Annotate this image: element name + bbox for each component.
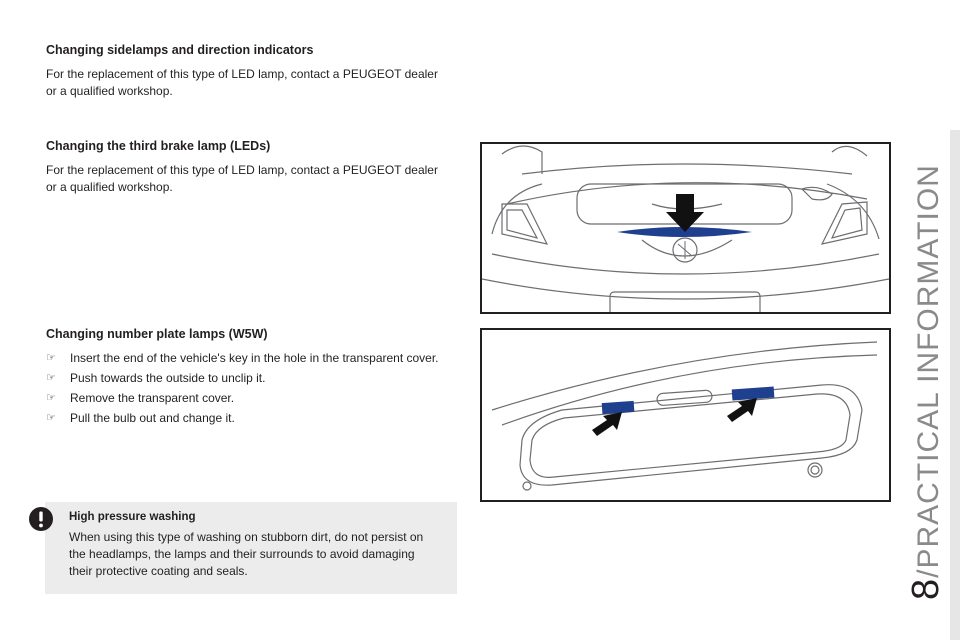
step-text: Push towards the outside to unclip it.: [70, 371, 266, 385]
arrow-down-icon: [666, 194, 704, 232]
warning-box: [45, 502, 457, 594]
warning-text: When using this type of washing on stubb…: [69, 530, 424, 578]
number-plate-drawing: [491, 341, 878, 491]
step-text: Insert the end of the vehicle's key in t…: [70, 351, 439, 365]
section-text-brake-lamp: For the replacement of this type of LED …: [46, 163, 438, 194]
list-item: ☞ Remove the transparent cover.: [46, 390, 446, 407]
section-title-brake-lamp: Changing the third brake lamp (LEDs): [46, 139, 271, 153]
chapter-number: 8: [905, 577, 947, 600]
list-item: ☞ Insert the end of the vehicle's key in …: [46, 350, 446, 367]
section-title-sidelamps: Changing sidelamps and direction indicat…: [46, 43, 314, 57]
pointing-hand-icon: ☞: [46, 412, 56, 424]
chapter-slash: /: [912, 568, 945, 578]
chapter-sidebar: [950, 130, 960, 640]
rear-car-illustration: [480, 142, 891, 314]
warning-title: High pressure washing: [69, 511, 196, 523]
list-item: ☞ Pull the bulb out and change it.: [46, 410, 446, 427]
warning-icon: [29, 507, 53, 531]
chapter-title: PRACTICAL INFORMATION: [912, 164, 945, 569]
step-text: Remove the transparent cover.: [70, 391, 235, 405]
rear-car-drawing: [482, 145, 889, 312]
pointing-arrow-icon: [592, 412, 622, 436]
pointing-hand-icon: ☞: [46, 392, 56, 404]
chapter-heading: 8/PRACTICAL INFORMATION: [905, 100, 947, 600]
pointing-hand-icon: ☞: [46, 372, 56, 384]
section-text-sidelamps: For the replacement of this type of LED …: [46, 67, 438, 98]
pointing-arrow-icon: [727, 398, 757, 422]
lion-emblem: [672, 237, 698, 263]
number-plate-lamp-illustration: [480, 328, 891, 502]
section-title-number-plate: Changing number plate lamps (W5W): [46, 327, 268, 341]
steps-list: ☞ Insert the end of the vehicle's key in …: [46, 350, 446, 430]
list-item: ☞ Push towards the outside to unclip it.: [46, 370, 446, 387]
step-text: Pull the bulb out and change it.: [70, 411, 235, 425]
pointing-hand-icon: ☞: [46, 352, 56, 364]
